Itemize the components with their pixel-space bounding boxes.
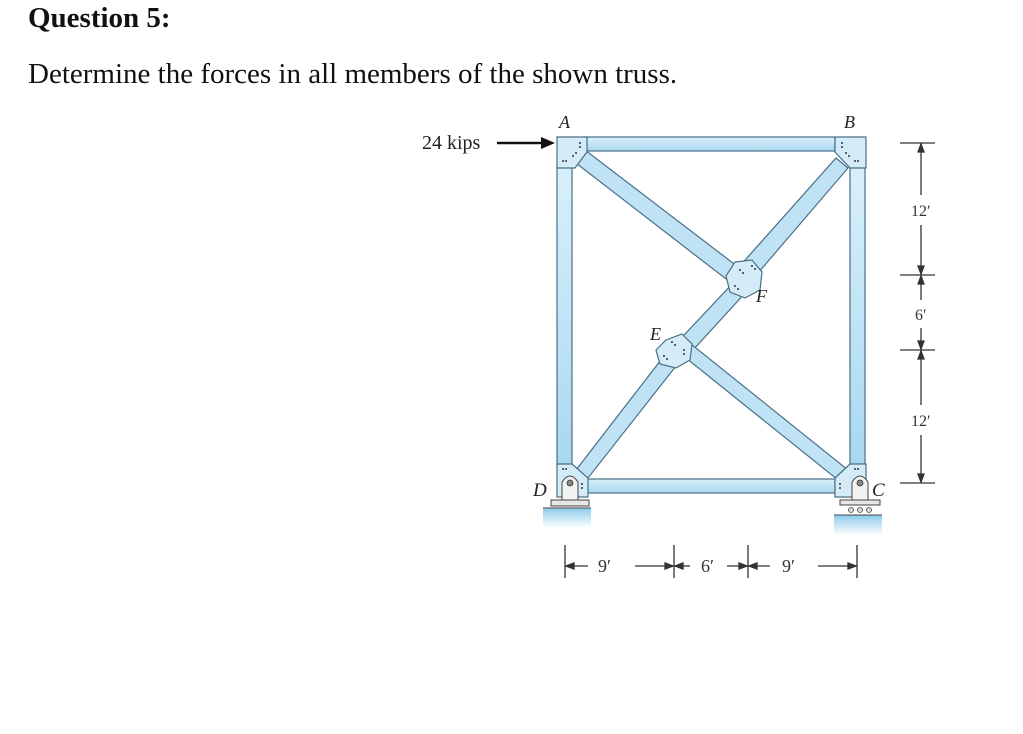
vertical-dimension-2: 6′ bbox=[915, 307, 927, 324]
member-AF bbox=[571, 149, 743, 283]
question-title: Question 5: bbox=[28, 2, 171, 34]
frame-members bbox=[556, 136, 866, 494]
rivets bbox=[562, 142, 859, 489]
node-label-E: E bbox=[649, 324, 661, 344]
horizontal-dimension-2: 6′ bbox=[701, 556, 714, 576]
member-DC bbox=[584, 478, 836, 494]
node-label-B: B bbox=[844, 112, 855, 132]
node-label-D: D bbox=[532, 480, 547, 501]
question-prompt: Determine the forces in all members of t… bbox=[28, 58, 678, 90]
horizontal-dimension-1: 9′ bbox=[598, 556, 611, 576]
node-label-C: C bbox=[872, 480, 885, 501]
member-FB bbox=[737, 157, 849, 281]
vertical-dimension-1: 12′ bbox=[911, 203, 931, 220]
member-BC bbox=[849, 164, 866, 466]
vertical-dimension bbox=[900, 142, 935, 484]
horizontal-dimension-3: 9′ bbox=[782, 556, 795, 576]
roller-support-C bbox=[834, 475, 882, 535]
gusset-F bbox=[725, 259, 763, 299]
member-EC bbox=[675, 339, 849, 481]
diagonal-members bbox=[571, 149, 849, 481]
member-ED bbox=[575, 355, 677, 479]
gusset-E bbox=[655, 333, 693, 369]
member-AD bbox=[556, 164, 573, 466]
node-label-A: A bbox=[558, 112, 571, 132]
node-label-F: F bbox=[755, 286, 768, 306]
horizontal-dimension bbox=[564, 545, 858, 578]
gusset-A bbox=[556, 136, 588, 169]
pin-support-D bbox=[543, 475, 591, 528]
vertical-dimension-3: 12′ bbox=[911, 413, 931, 430]
member-AB bbox=[584, 136, 836, 152]
load-arrow bbox=[497, 137, 555, 149]
load-label: 24 kips bbox=[422, 132, 481, 154]
